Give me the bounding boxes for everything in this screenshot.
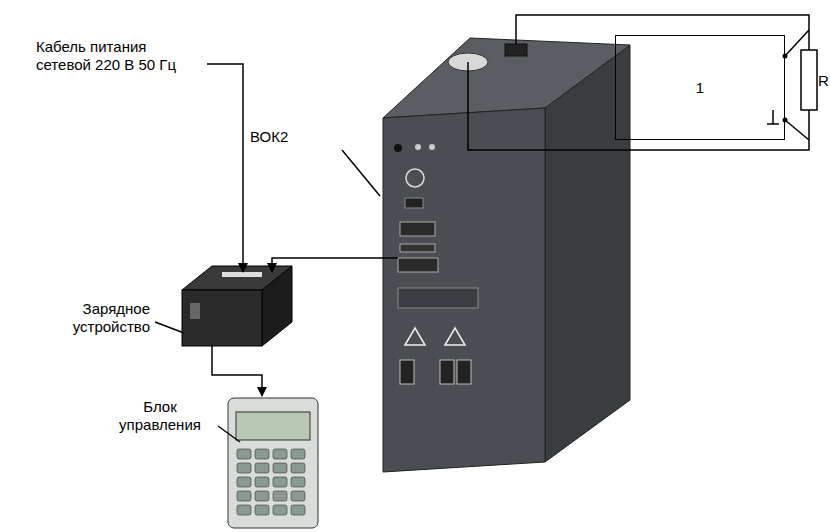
ground-symbol bbox=[767, 110, 779, 124]
leader-line bbox=[155, 322, 184, 333]
fiber-cable bbox=[272, 258, 398, 272]
numbered-box: 1 bbox=[615, 35, 785, 140]
leader-line bbox=[342, 150, 380, 196]
resistor-label: R bbox=[818, 72, 828, 90]
cable-label: ВОК2 bbox=[250, 128, 310, 146]
leader-line bbox=[218, 426, 240, 442]
part-label: Блок управления bbox=[105, 398, 215, 434]
measurement-wires bbox=[468, 15, 809, 150]
control-cable bbox=[212, 346, 262, 396]
callout-number: 1 bbox=[696, 79, 704, 96]
control-unit bbox=[228, 398, 318, 528]
main-device bbox=[383, 38, 630, 472]
cable-label: Кабель питания сетевой 220 В 50 Гц bbox=[36, 38, 196, 74]
power-cable bbox=[207, 64, 243, 272]
part-label: Зарядное устройство bbox=[30, 300, 150, 336]
charger bbox=[182, 266, 292, 346]
resistor-symbol bbox=[801, 50, 817, 110]
